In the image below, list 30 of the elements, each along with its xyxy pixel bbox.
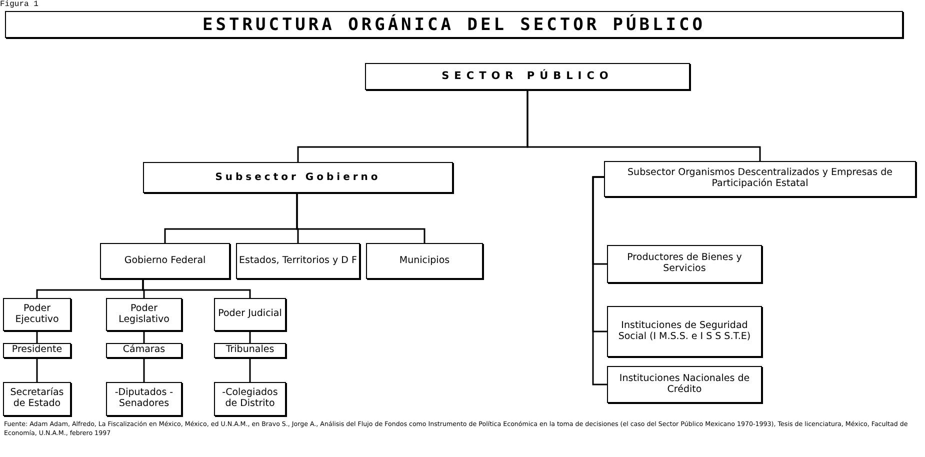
connector-line — [36, 331, 38, 343]
org-box: Municipios — [366, 243, 483, 279]
connector-line — [36, 358, 38, 382]
org-box: -Colegiados de Distrito — [214, 382, 286, 416]
org-box: Subsector Gobierno — [143, 162, 453, 193]
connector-line — [143, 331, 145, 343]
org-box: Subsector Organismos Descentralizados y Empresas de Participación Estatal — [604, 161, 916, 197]
org-box: Secretarías de Estado — [3, 382, 71, 416]
connector-line — [526, 90, 761, 161]
connector-line — [249, 358, 251, 382]
connector-line — [142, 279, 251, 298]
org-box: Instituciones de Seguridad Social (I M.S.S. e I S S S.T.E) — [607, 306, 762, 357]
figure-number: Figura 1 — [0, 0, 40, 10]
org-box: Productores de Bienes y Servicios — [607, 245, 762, 283]
org-box: Tribunales — [214, 343, 286, 358]
org-box: Estados, Territorios y D F — [236, 243, 360, 279]
connector-line — [143, 358, 145, 382]
connector-line — [296, 193, 426, 243]
org-box: SECTOR PÚBLICO — [365, 63, 690, 90]
org-box: Poder Legislativo — [106, 298, 182, 331]
org-box: Poder Ejecutivo — [3, 298, 71, 331]
connector-line — [249, 331, 251, 343]
connector-line — [592, 176, 607, 386]
title-banner: ESTRUCTURA ORGÁNICA DEL SECTOR PÚBLICO — [5, 11, 903, 38]
org-box: Gobierno Federal — [100, 243, 230, 279]
org-box: Presidente — [3, 343, 71, 358]
org-box: Poder Judicial — [214, 298, 286, 331]
org-box: -Diputados -Senadores — [106, 382, 182, 416]
org-box: Instituciones Nacionales de Crédito — [607, 366, 762, 403]
org-box: Cámaras — [106, 343, 182, 358]
